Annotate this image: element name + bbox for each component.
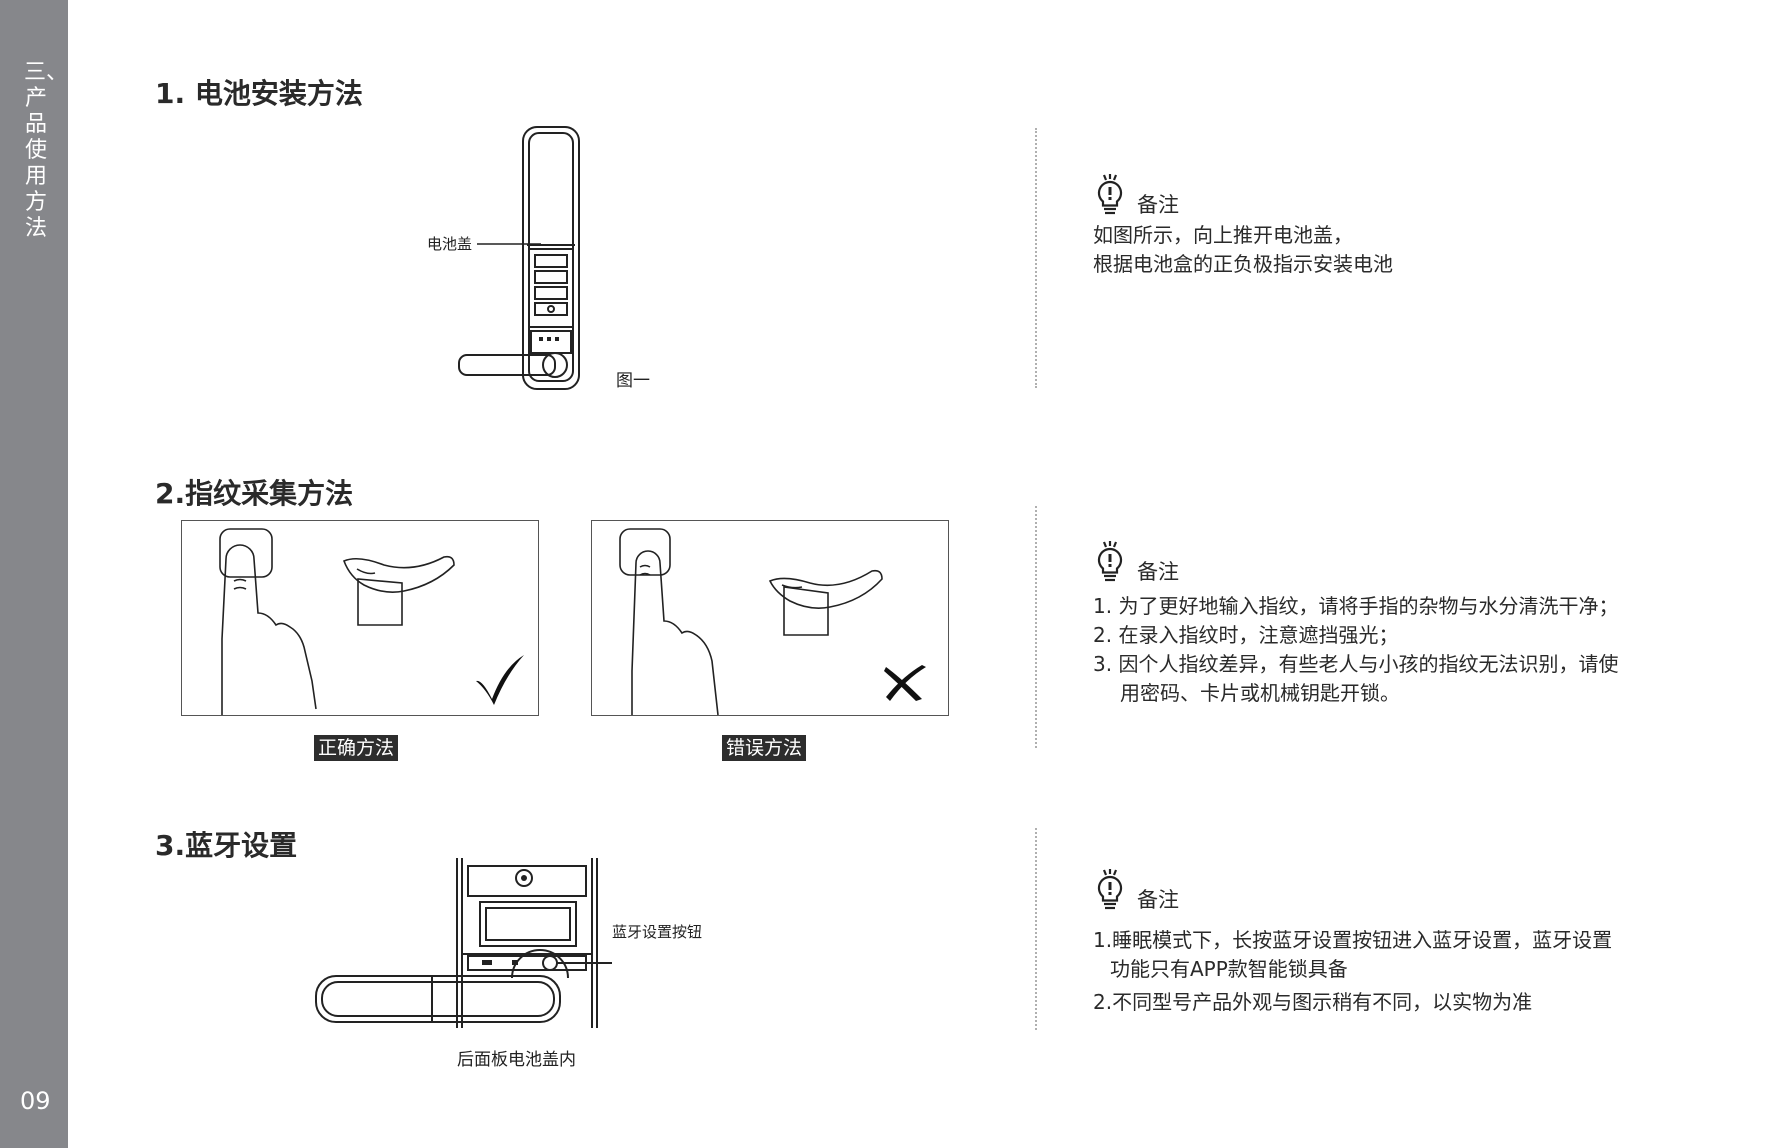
lock-front-illustration	[458, 126, 580, 390]
page-number: 09	[20, 1087, 51, 1115]
finger-tip-sensor-illustration	[619, 528, 883, 716]
note-line: 3. 因个人指纹差异，有些老人与小孩的指纹无法识别，请使	[1093, 652, 1619, 676]
note-line: 用密码、卡片或机械钥匙开锁。	[1120, 681, 1400, 705]
rear-panel-illustration	[315, 858, 612, 1028]
divider	[1035, 828, 1037, 1030]
note-label: 备注	[1137, 888, 1179, 912]
note-label: 备注	[1137, 560, 1179, 584]
bluetooth-button-callout: 蓝牙设置按钮	[612, 923, 703, 941]
figure-caption: 后面板电池盖内	[457, 1050, 576, 1070]
section-title-fingerprint: 2.指纹采集方法	[155, 477, 354, 510]
correct-method-label: 正确方法	[314, 735, 399, 761]
sidebar: 三、产品使用方法 09	[0, 0, 68, 1148]
divider	[1035, 506, 1037, 748]
note-line: 如图所示，向上推开电池盖，	[1093, 223, 1353, 247]
callout-line	[477, 243, 541, 245]
note-line: 根据电池盒的正负极指示安装电池	[1093, 252, 1393, 276]
note-line: 1.睡眠模式下，长按蓝牙设置按钮进入蓝牙设置，蓝牙设置	[1093, 928, 1613, 952]
cross-icon	[884, 665, 926, 701]
lightbulb-icon	[1097, 541, 1123, 582]
bluetooth-note: 备注 1.睡眠模式下，长按蓝牙设置按钮进入蓝牙设置，蓝牙设置 功能只有APP款智…	[1093, 868, 1612, 1017]
note-line: 2.不同型号产品外观与图示稍有不同，以实物为准	[1093, 990, 1533, 1014]
note-line: 2. 在录入指纹时，注意遮挡强光；	[1093, 623, 1399, 647]
finger-on-sensor-illustration	[219, 528, 455, 715]
fingerprint-note: 备注 1. 为了更好地输入指纹，请将手指的杂物与水分清洗干净； 2. 在录入指纹…	[1093, 540, 1618, 708]
divider	[1035, 128, 1037, 388]
note-line: 功能只有APP款智能锁具备	[1110, 957, 1348, 981]
section-title-bluetooth: 3.蓝牙设置	[155, 829, 298, 862]
battery-cover-callout: 电池盖	[427, 235, 473, 253]
figure-caption: 图一	[616, 371, 650, 391]
wrong-method-label: 错误方法	[722, 735, 807, 761]
checkmark-icon	[476, 655, 524, 705]
section-title-battery: 1. 电池安装方法	[155, 77, 363, 110]
lightbulb-icon	[1097, 174, 1123, 215]
battery-note: 备注 如图所示，向上推开电池盖， 根据电池盒的正负极指示安装电池	[1093, 173, 1393, 279]
chapter-title: 三、产品使用方法	[24, 60, 69, 241]
wrong-method-panel	[591, 520, 949, 716]
lightbulb-icon	[1097, 869, 1123, 910]
note-line: 1. 为了更好地输入指纹，请将手指的杂物与水分清洗干净；	[1093, 594, 1619, 618]
note-label: 备注	[1137, 193, 1179, 217]
correct-method-panel	[181, 520, 539, 716]
